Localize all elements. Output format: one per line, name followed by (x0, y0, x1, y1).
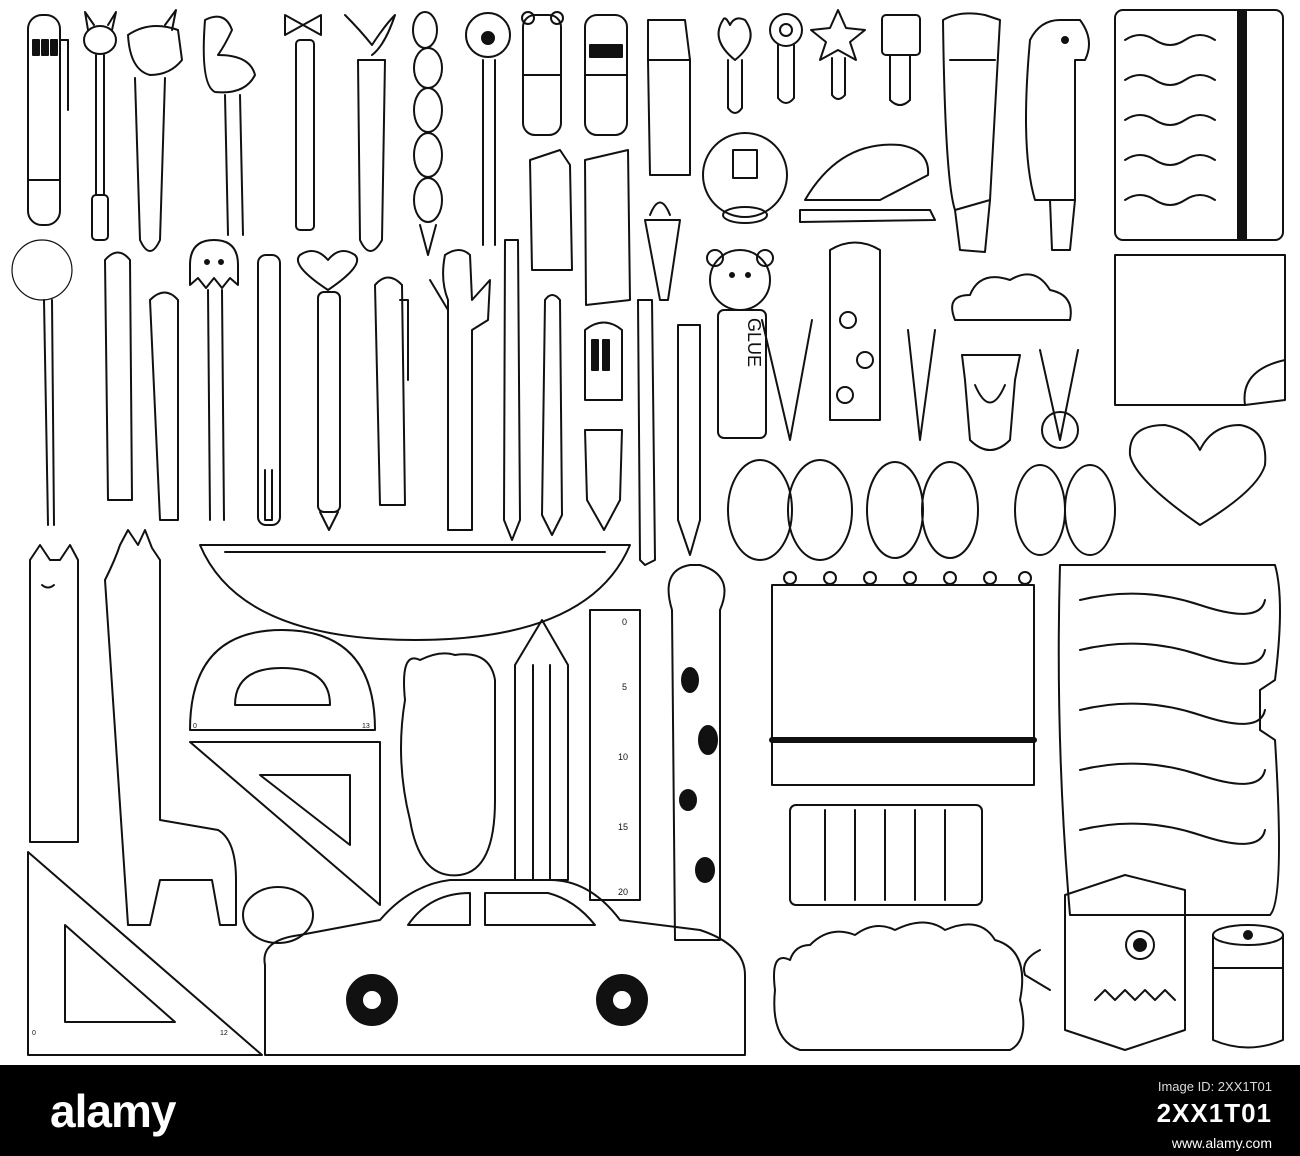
ruler-tick-15: 15 (618, 822, 628, 832)
multicolor-pen (27, 14, 69, 226)
cloud-sticky (951, 273, 1072, 321)
bear-marker (521, 11, 564, 136)
clip-pen (257, 254, 281, 526)
image-id: 2XX1T01 (1156, 1098, 1272, 1128)
protractor-tick-0: 0 (193, 723, 197, 730)
heart-eraser (1128, 424, 1267, 526)
binder-clip (961, 354, 1021, 451)
twisted-pen (412, 11, 443, 256)
image-meta: Image ID: 2XX1T01 2XX1T01 www.alamy.com (1157, 1079, 1272, 1151)
marker-tall (584, 149, 631, 306)
mechanical-pencil (637, 299, 701, 566)
triangle-ruler: 0 12 (27, 851, 263, 1056)
sharpener-canister (1212, 924, 1284, 1049)
ruler-tick-20: 20 (618, 887, 628, 897)
unicorn-pen (127, 9, 183, 252)
utility-knife (942, 12, 1001, 253)
big-pencil (514, 619, 569, 881)
cloud-eraser-tall (400, 652, 496, 877)
cow-print-ruler (667, 564, 726, 941)
eraser-pen (584, 321, 623, 531)
site-url: www.alamy.com (1171, 1135, 1272, 1151)
paw-pen (465, 12, 511, 246)
flower-glue-stick (829, 241, 881, 421)
vine-pencil (503, 239, 521, 541)
flamingo-pen (202, 15, 256, 236)
stapler (799, 143, 936, 223)
brand-logo: alamy (50, 1084, 176, 1137)
mermaid-tail-pen (344, 14, 396, 252)
car-ruler (263, 879, 746, 1056)
set-square (189, 741, 381, 906)
fluffy-pen (11, 239, 73, 526)
gel-pens (104, 251, 179, 521)
ruler-tick-5: 5 (622, 682, 627, 692)
protractor-tick-13: 13 (362, 723, 370, 730)
stationery-doodle-illustration: GLUE (11, 9, 1286, 1056)
llama-ruler (29, 544, 79, 843)
scissors-2 (866, 329, 979, 559)
watermark-banner: alamy Image ID: 2XX1T01 2XX1T01 www.alam… (0, 1065, 1300, 1156)
heart-pen (297, 250, 359, 531)
dinosaur-cutter (1025, 19, 1090, 251)
wavy-notebook (1114, 9, 1284, 241)
triangle-tick-12: 12 (220, 1030, 228, 1037)
highlighter-2 (647, 19, 691, 176)
bow-pen (284, 14, 322, 231)
giraffe-ruler (104, 529, 237, 926)
eraser-set (789, 804, 983, 906)
sticky-note (1114, 254, 1286, 406)
straight-ruler: 0 5 10 15 20 (589, 609, 641, 901)
image-id-label: Image ID: 2XX1T01 (1157, 1079, 1272, 1094)
watermelon-ruler (199, 544, 631, 641)
spiral-notepad (769, 571, 1037, 786)
highlighter-1 (584, 14, 628, 136)
leaf-notebook (1057, 564, 1281, 916)
pencil-sharpener-box (1023, 874, 1186, 1051)
scissors-1 (727, 319, 853, 561)
ruler-tick-10: 10 (618, 752, 628, 762)
glue-label: GLUE (744, 318, 764, 367)
click-pen (374, 276, 409, 506)
ghost-pen (189, 239, 239, 521)
scissors-3 (1014, 349, 1116, 556)
protractor: 0 13 (189, 629, 376, 731)
ruler-tick-0: 0 (622, 617, 627, 627)
cloud-notepad (773, 921, 1025, 1051)
cactus-pen (429, 249, 491, 531)
paper-clips (717, 9, 921, 114)
bear-glue-stick: GLUE (706, 249, 774, 439)
highlighter-green (529, 149, 573, 271)
carrot-pen (644, 201, 681, 301)
striped-pencil (541, 294, 563, 536)
bunny-pen (83, 11, 117, 241)
sharpener-round (702, 132, 788, 224)
oval-eraser (242, 886, 314, 944)
triangle-tick-0: 0 (32, 1030, 36, 1037)
